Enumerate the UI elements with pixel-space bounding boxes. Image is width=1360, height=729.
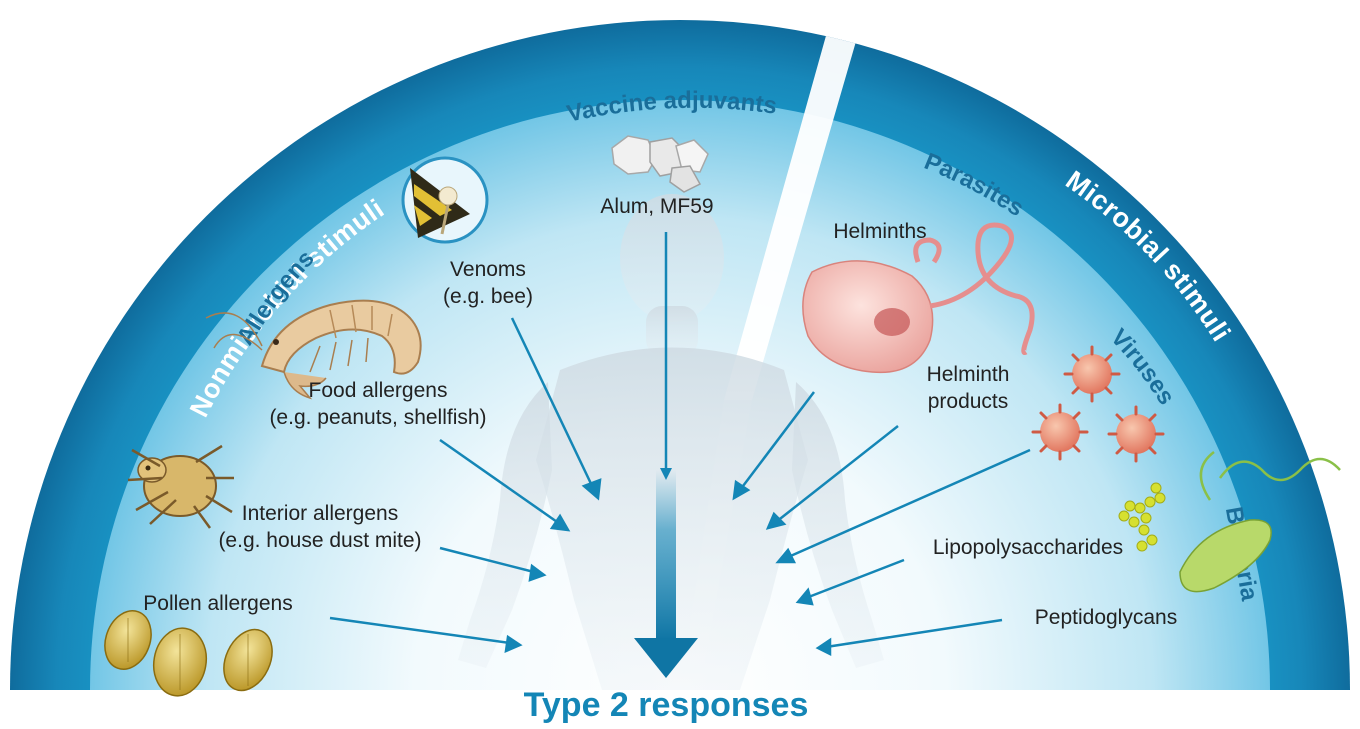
label-interior-line2: (e.g. house dust mite)	[218, 529, 421, 552]
label-venoms-line2: (e.g. bee)	[443, 285, 533, 308]
label-venoms-line1: Venoms	[450, 258, 526, 281]
label-helminth-products-line1: Helminth	[927, 363, 1010, 386]
label-lipopolysaccharides: Lipopolysaccharides	[933, 536, 1123, 559]
bee-stinger-icon	[403, 158, 487, 242]
label-interior-line1: Interior allergens	[242, 502, 398, 525]
label-pollen: Pollen allergens	[143, 592, 292, 615]
label-helminths: Helminths	[833, 220, 926, 243]
outcome-title: Type 2 responses	[524, 686, 809, 724]
label-helminth-products-line2: products	[928, 390, 1009, 413]
label-food-line2: (e.g. peanuts, shellfish)	[269, 406, 486, 429]
label-alum: Alum, MF59	[600, 195, 713, 218]
label-food-line1: Food allergens	[309, 379, 448, 402]
label-peptidoglycans: Peptidoglycans	[1035, 606, 1177, 629]
